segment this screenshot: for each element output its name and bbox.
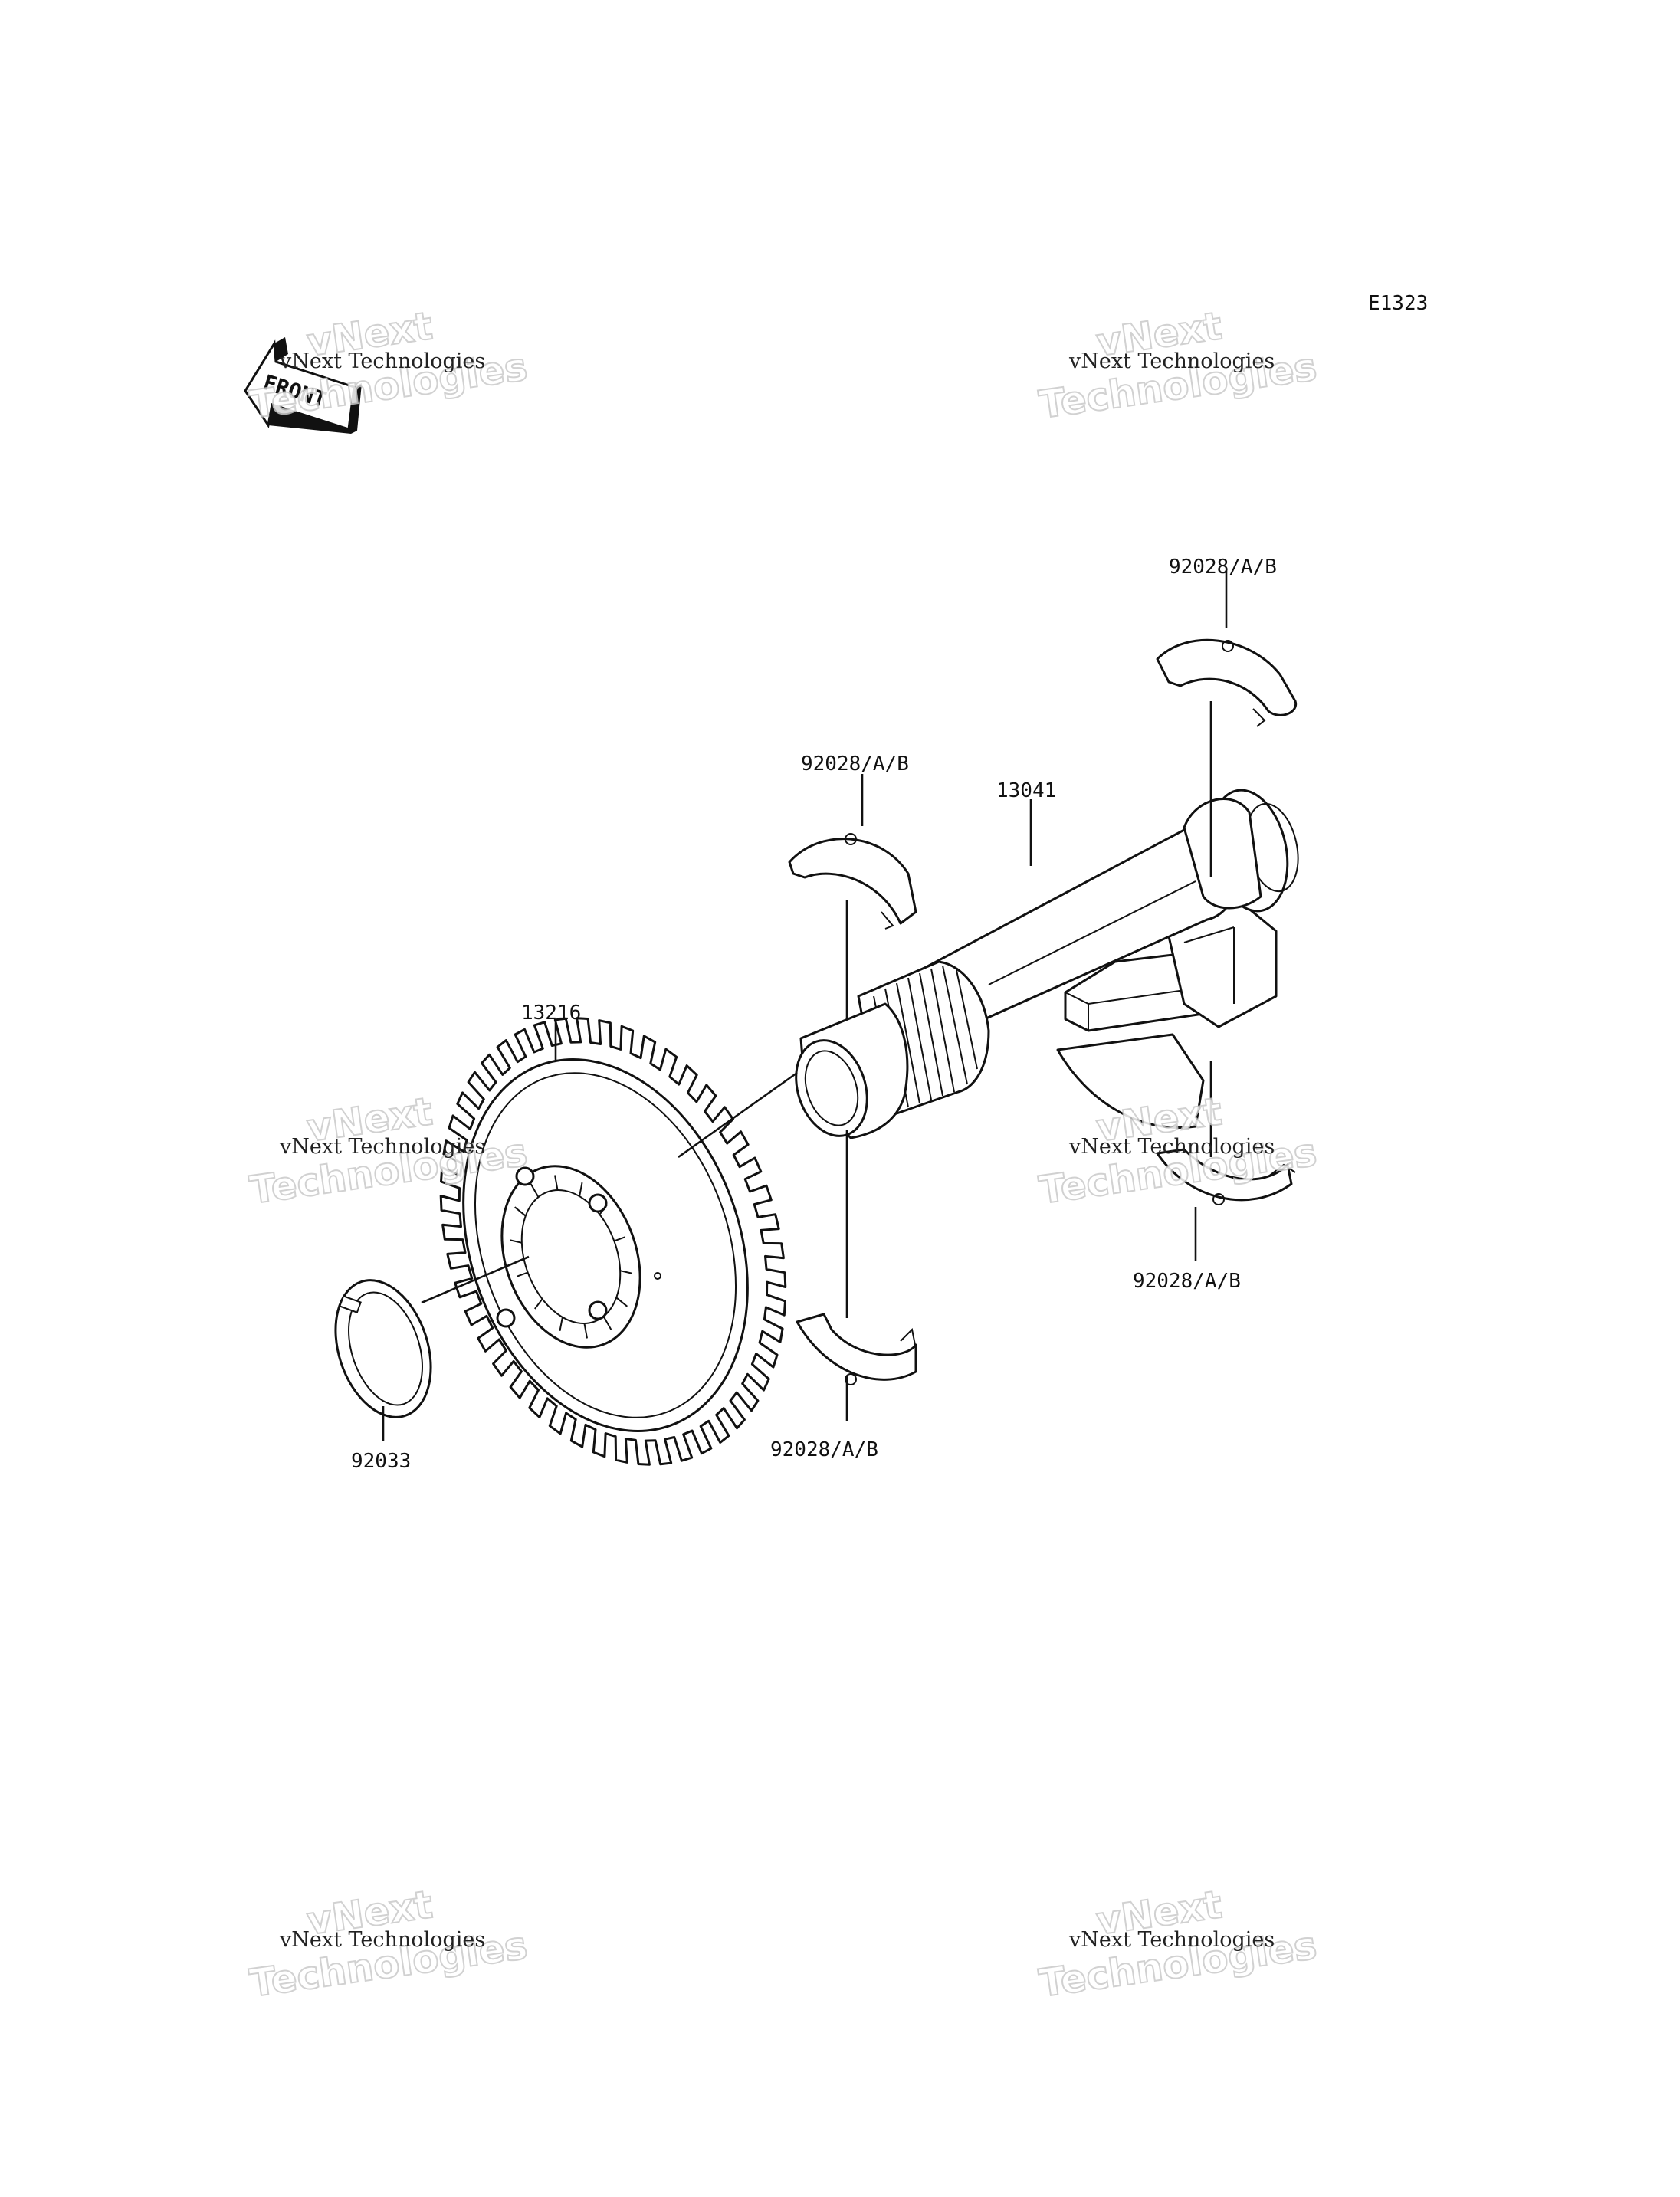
hub-spline xyxy=(602,1316,612,1330)
label-92028-mid-upper: 92028/A/B xyxy=(801,753,909,776)
label-92028-top-right: 92028/A/B xyxy=(1169,556,1277,579)
svg-text:vNext Technologies: vNext Technologies xyxy=(279,349,485,373)
svg-text:vNext Technologies: vNext Technologies xyxy=(1068,1135,1275,1159)
leader-lines xyxy=(382,571,1228,1441)
hub-spline xyxy=(509,1239,523,1244)
hub-spline xyxy=(554,1175,559,1191)
hub-spline xyxy=(619,1270,633,1274)
label-13216: 13216 xyxy=(521,1002,581,1025)
watermark-top-left: vNext Technologies vNext Technologies xyxy=(246,303,530,428)
label-92028-right-lower: 92028/A/B xyxy=(1133,1270,1241,1293)
circlip xyxy=(334,1279,432,1418)
hub-spline xyxy=(534,1298,543,1310)
diagram-code: E1323 xyxy=(1368,292,1428,315)
hub-spline xyxy=(517,1271,528,1277)
hub-spline xyxy=(559,1317,563,1331)
hub-spline xyxy=(530,1183,540,1198)
hub-spline xyxy=(615,1297,628,1307)
svg-text:vNext: vNext xyxy=(304,1089,435,1150)
watermark-bottom-right: vNext Technologies vNext Technologies xyxy=(1035,1881,1320,2006)
svg-text:vNext Technologies: vNext Technologies xyxy=(1068,349,1275,373)
watermark-top-right: vNext Technologies vNext Technologies xyxy=(1035,303,1320,428)
watermark-bottom-left: vNext Technologies vNext Technologies xyxy=(246,1881,530,2006)
balancer-gear xyxy=(439,1017,787,1466)
bearing-shell-mid-lower xyxy=(796,1313,917,1385)
label-92028-mid-lower: 92028/A/B xyxy=(770,1438,878,1461)
front-arrow-icon: FRONT xyxy=(244,337,362,434)
label-92033: 92033 xyxy=(351,1450,411,1473)
hub-spline xyxy=(579,1182,583,1197)
bearing-shell-top-right xyxy=(1156,638,1298,727)
hub-spline xyxy=(514,1206,527,1217)
svg-text:vNext Technologies: vNext Technologies xyxy=(1068,1928,1275,1952)
bearing-shell-right-lower xyxy=(1156,1148,1296,1205)
bearing-shell-mid-upper xyxy=(788,833,917,930)
label-13041: 13041 xyxy=(996,779,1056,802)
hub-spline xyxy=(614,1236,625,1242)
hub-spline xyxy=(583,1323,588,1339)
svg-text:vNext Technologies: vNext Technologies xyxy=(279,1135,485,1159)
balancer-shaft xyxy=(795,789,1299,1139)
svg-text:vNext Technologies: vNext Technologies xyxy=(279,1928,485,1952)
